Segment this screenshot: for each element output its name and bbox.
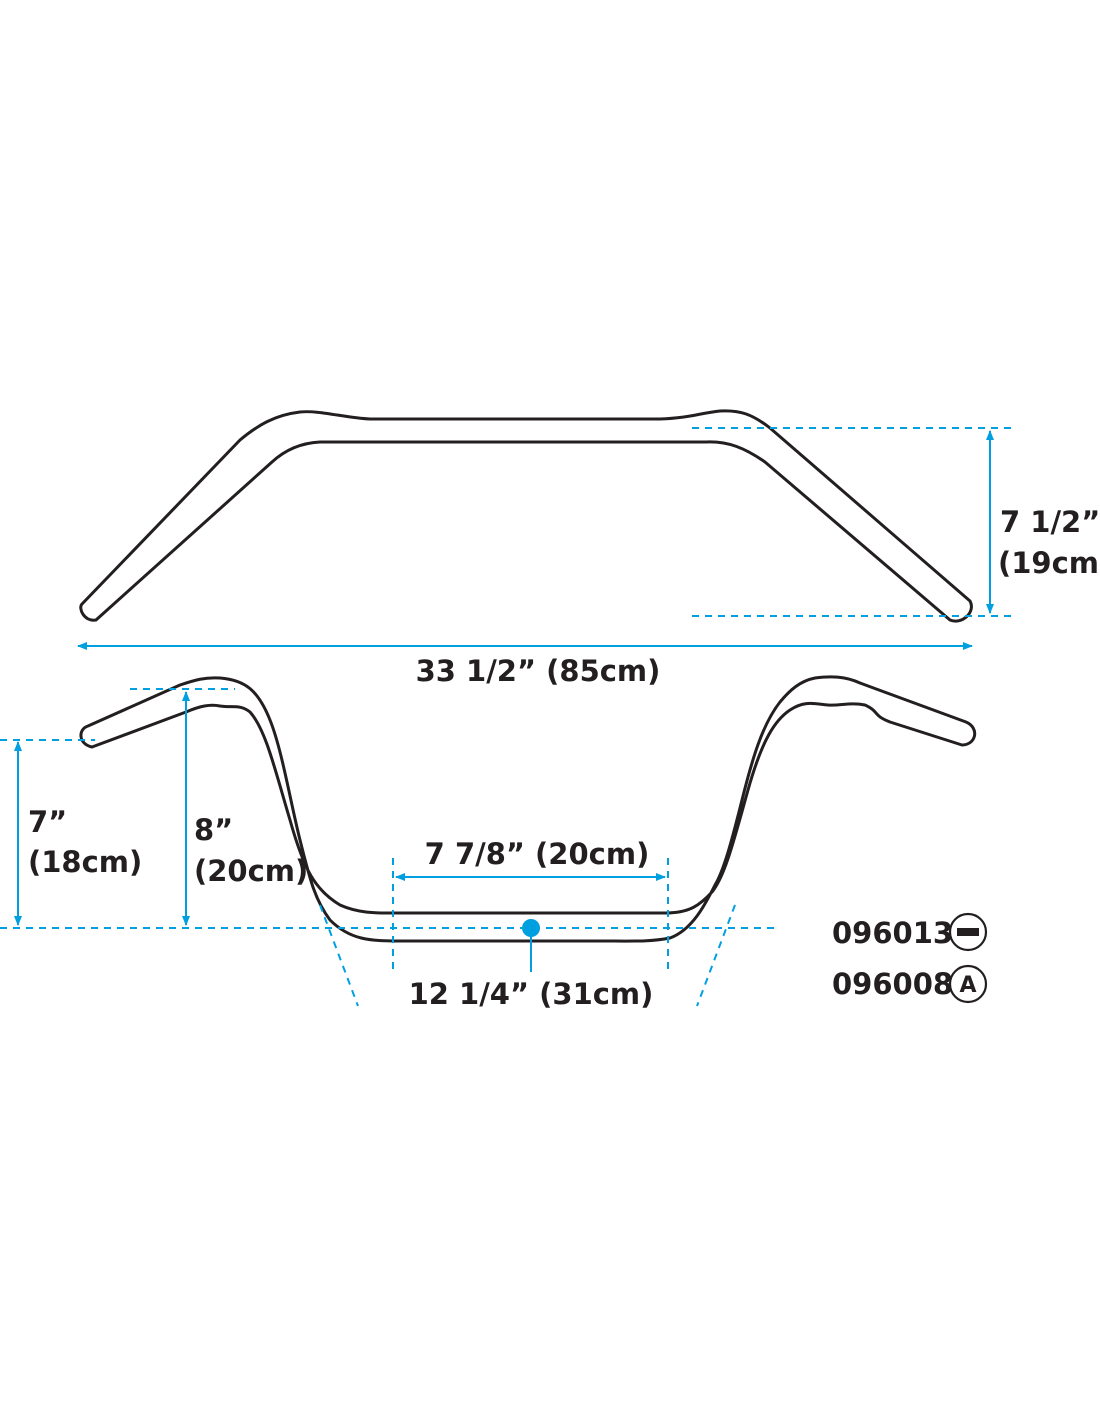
inner-height-cm-label: (20cm) bbox=[194, 854, 308, 888]
clamp-width-dimension: 12 1/4” (31cm) bbox=[319, 904, 736, 1011]
overall-width-label: 33 1/2” (85cm) bbox=[416, 654, 661, 688]
letter-a-in-circle-icon: A bbox=[948, 964, 988, 1004]
top-rise-dimension: 7 1/2” (19cm) bbox=[692, 427, 1100, 617]
clamp-width-label: 12 1/4” (31cm) bbox=[409, 977, 654, 1011]
top-view-handlebar bbox=[79, 409, 973, 623]
outer-height-inches-label: 7” bbox=[28, 805, 67, 839]
center-width-dimension: 7 7/8” (20cm) bbox=[392, 837, 669, 970]
center-width-label: 7 7/8” (20cm) bbox=[425, 837, 650, 871]
minus-in-circle-icon bbox=[948, 912, 988, 952]
overall-width-dimension: 33 1/2” (85cm) bbox=[77, 642, 973, 688]
part-list: 096013 096008 A bbox=[832, 912, 988, 1004]
front-view-handlebar bbox=[79, 675, 977, 943]
part-number-1: 096013 bbox=[832, 916, 953, 950]
inner-height-inches-label: 8” bbox=[194, 813, 233, 847]
inner-height-dimension: 8” (20cm) bbox=[130, 688, 308, 926]
center-point-marker bbox=[522, 919, 540, 937]
outer-height-cm-label: (18cm) bbox=[28, 845, 142, 879]
circled-letter: A bbox=[959, 973, 976, 998]
part-number-2: 096008 bbox=[832, 967, 953, 1001]
top-rise-cm-label: (19cm) bbox=[998, 546, 1100, 580]
outer-height-dimension: 7” (18cm) bbox=[0, 739, 142, 926]
top-rise-inches-label: 7 1/2” bbox=[1000, 505, 1100, 539]
